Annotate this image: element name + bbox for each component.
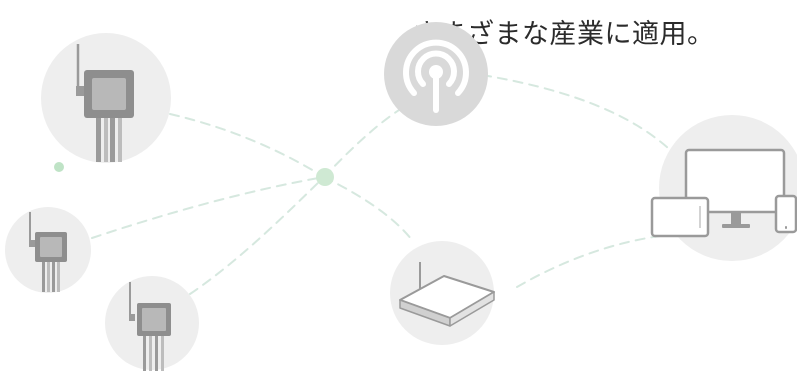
hub-node: [316, 168, 334, 186]
iot-sensor-icon: [76, 44, 134, 162]
link-sensor-small-hub: [189, 176, 325, 295]
connection-lines: [91, 74, 669, 295]
wireless-signal: [384, 22, 488, 126]
link-wireless-computers: [481, 74, 669, 149]
sensor-large: [41, 33, 171, 163]
link-sensor-large-hub: [169, 113, 325, 178]
iot-sensor-icon: [129, 282, 171, 371]
small-decorative-dot: [54, 162, 64, 172]
link-router-computers: [516, 235, 661, 288]
sensor-small: [105, 276, 199, 371]
link-hub-wireless: [323, 101, 413, 178]
sensor-medium: [5, 207, 91, 293]
computers: [650, 115, 797, 261]
link-sensor-medium-hub: [91, 176, 325, 239]
link-hub-router: [323, 176, 413, 241]
router: [390, 241, 495, 345]
devices-icon: [650, 148, 797, 238]
iot-sensor-icon: [29, 212, 67, 292]
wireless-signal-icon: [403, 39, 469, 113]
router-icon: [399, 262, 495, 327]
